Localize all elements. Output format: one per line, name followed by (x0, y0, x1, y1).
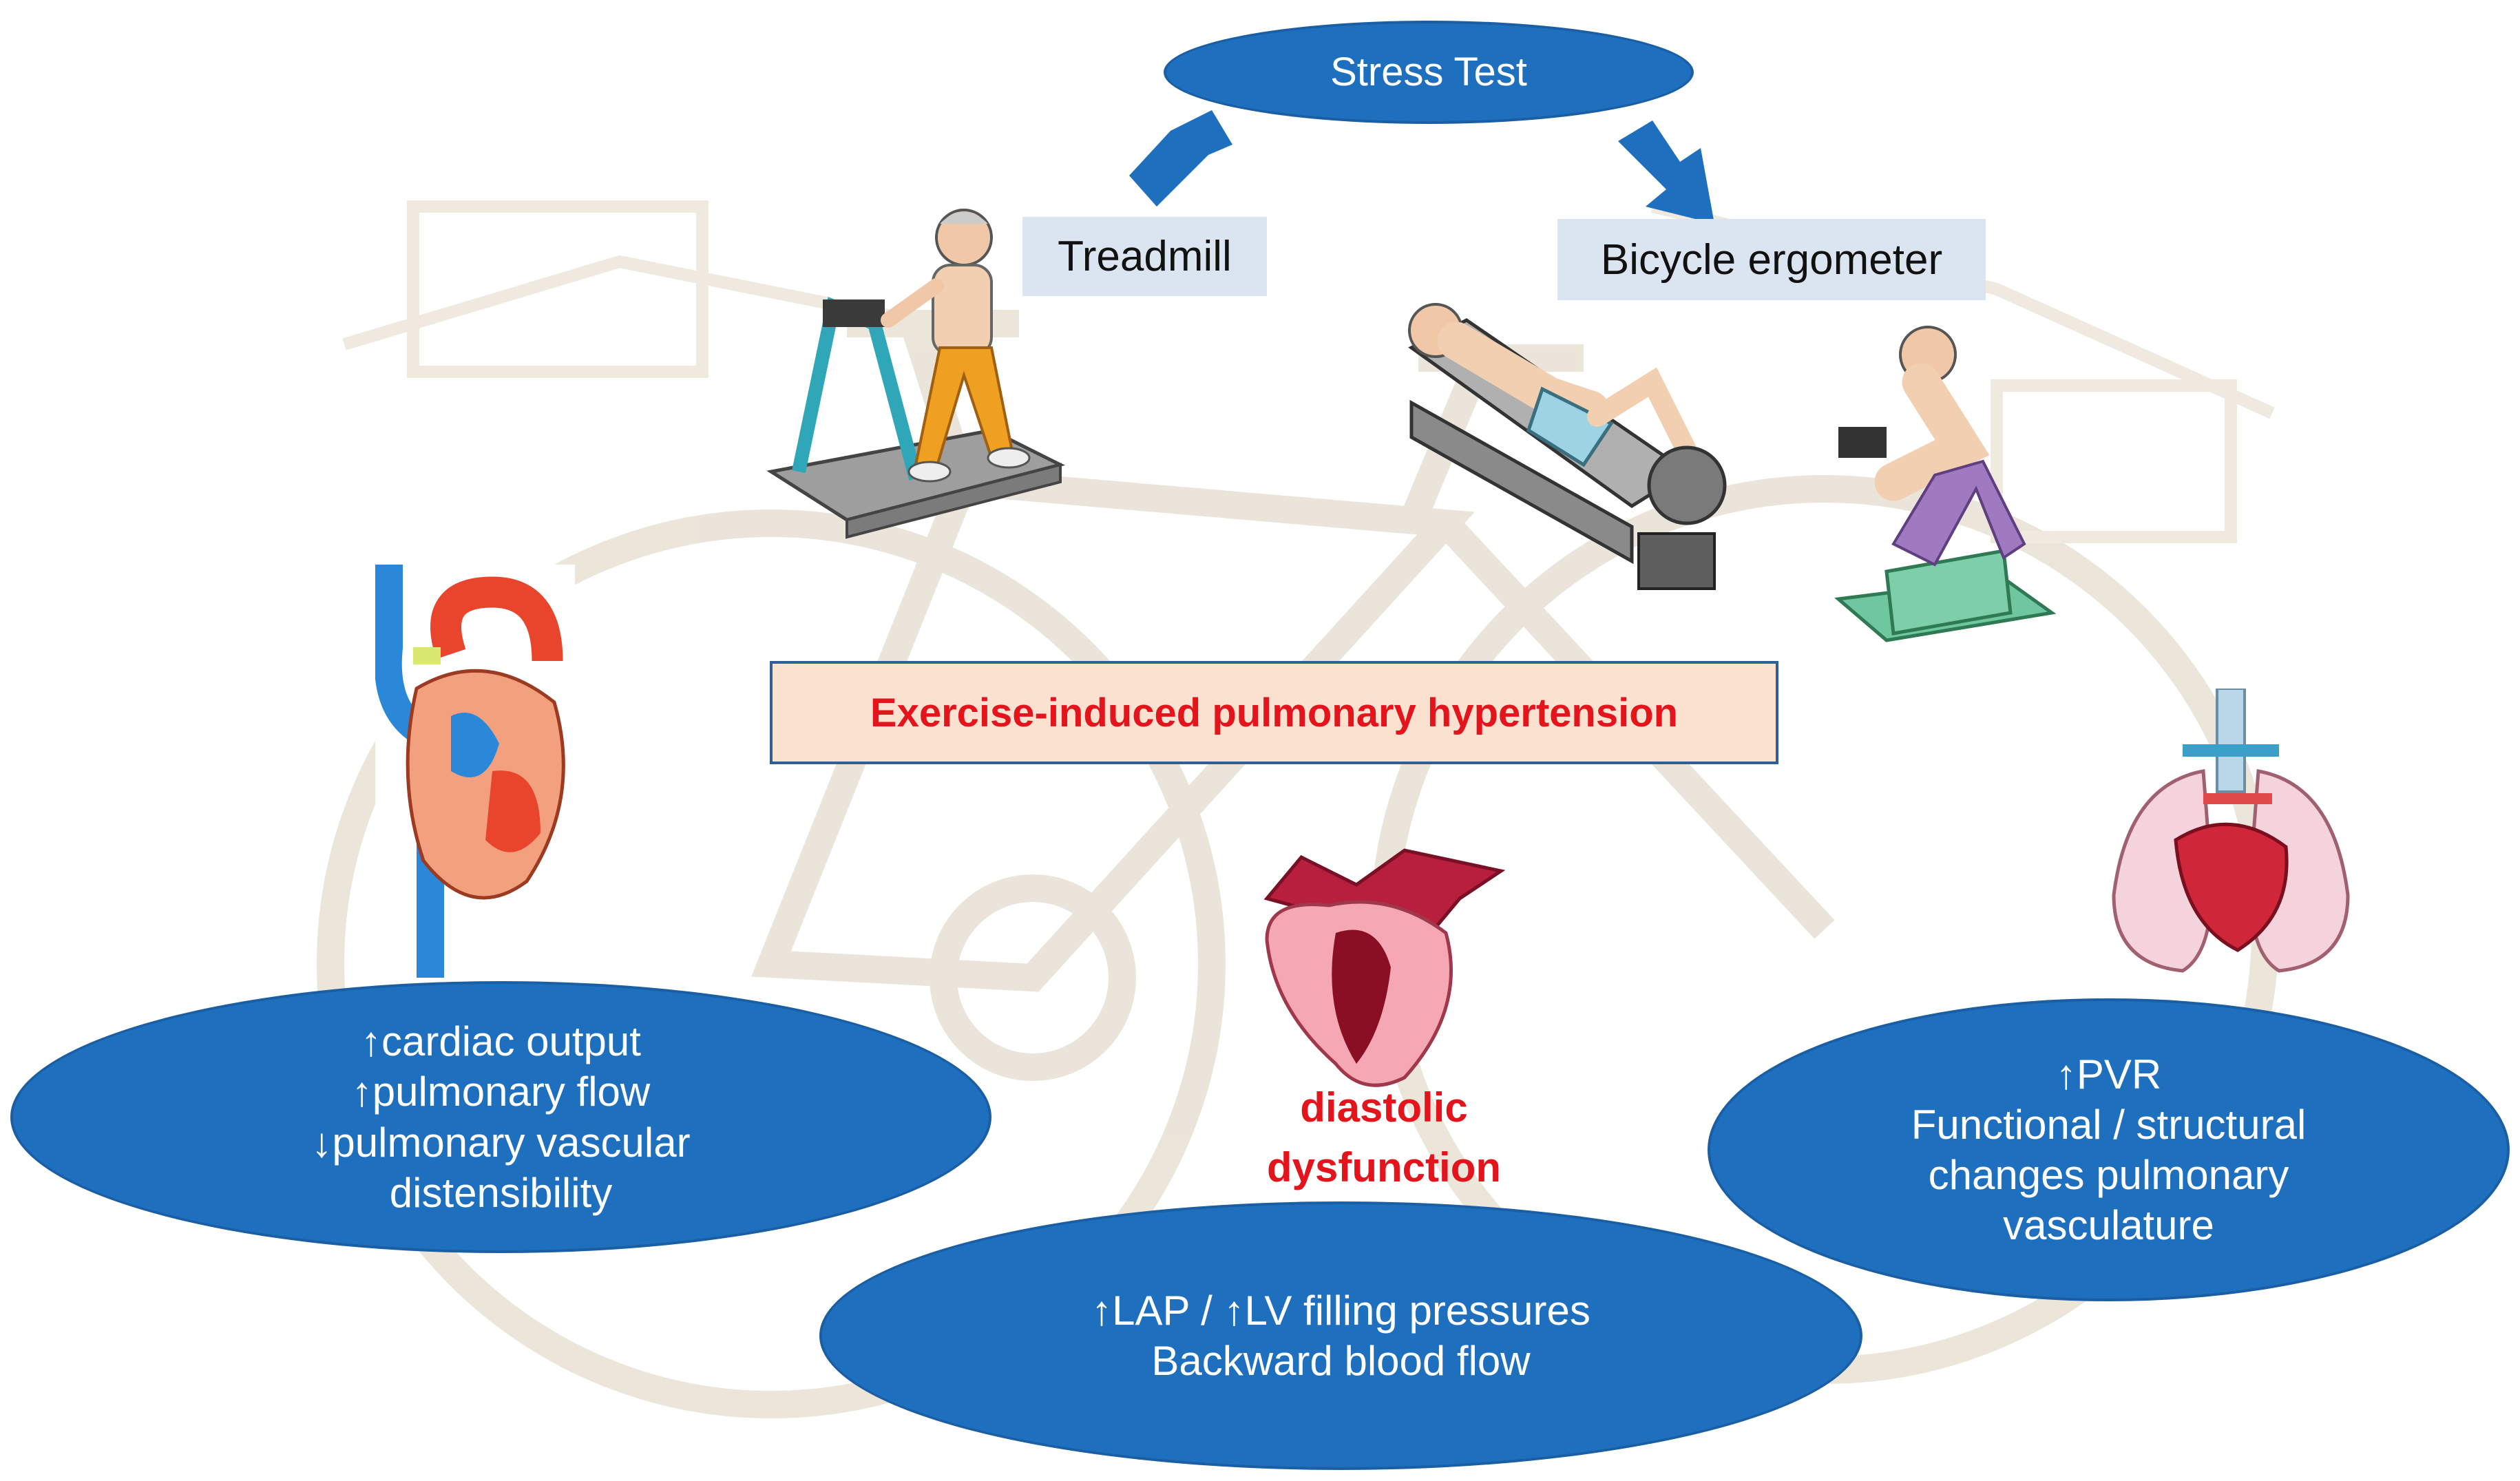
treadmill-icon (766, 209, 1066, 539)
arrow-down-right-icon (1618, 120, 1714, 224)
upright-bicycle-icon (1834, 326, 2057, 642)
cardiac-output-line-1: ↑cardiac output (361, 1018, 641, 1065)
stress-test-label: Stress Test (1330, 49, 1527, 94)
pvr-line-1: ↑PVR (2055, 1051, 2162, 1097)
heart-vessels-icon (375, 565, 575, 978)
exercise-induced-ph-label: Exercise-induced pulmonary hypertension (870, 690, 1679, 735)
cardiac-output-node: ↑cardiac output ↑pulmonary flow ↓pulmona… (10, 981, 991, 1253)
lap-node: ↑LAP / ↑LV filling pressures Backward bl… (819, 1201, 1862, 1470)
diastolic-line-1: diastolic (1300, 1084, 1468, 1131)
pvr-node: ↑PVR Functional / structural changes pul… (1708, 998, 2510, 1301)
cardiac-output-line-3: ↓pulmonary vascular (311, 1119, 691, 1166)
lungs-heart-icon (2112, 689, 2350, 973)
pvr-line-2: Functional / structural (1911, 1101, 2307, 1148)
cardiac-output-line-2: ↑pulmonary flow (351, 1069, 651, 1115)
stress-test-node: Stress Test (1164, 21, 1694, 124)
lap-line-1: ↑LAP / ↑LV filling pressures (1091, 1287, 1590, 1334)
supine-bicycle-icon (1408, 303, 1727, 590)
diastolic-line-2: dysfunction (1267, 1144, 1501, 1190)
arrow-down-left-icon (1129, 110, 1232, 207)
pvr-line-3: changes pulmonary (1928, 1152, 2289, 1198)
pvr-line-4: vasculature (2003, 1202, 2214, 1249)
exercise-induced-ph-box: Exercise-induced pulmonary hypertension (770, 661, 1778, 764)
heart-section-icon (1263, 848, 1506, 1087)
lap-line-2: Backward blood flow (1151, 1338, 1531, 1384)
treadmill-label: Treadmill (1022, 217, 1267, 296)
bicycle-ergometer-label: Bicycle ergometer (1557, 219, 1986, 300)
diastolic-dysfunction-label: diastolic dysfunction (1191, 1078, 1577, 1197)
cardiac-output-line-4: distensibility (389, 1169, 613, 1216)
